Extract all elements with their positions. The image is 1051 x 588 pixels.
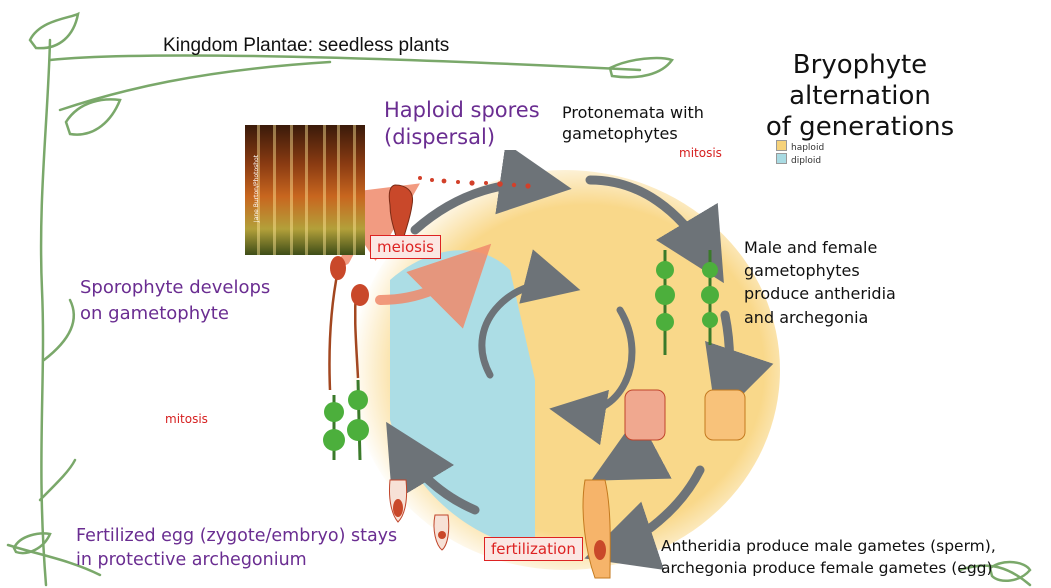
spores-label-line-2: (dispersal) xyxy=(384,125,496,150)
moss-photo: Jane Burton/Photoshot xyxy=(245,125,365,255)
spores-label-line-1: Haploid spores xyxy=(384,98,540,122)
page-title: Bryophyte alternation of generations xyxy=(720,50,1000,144)
sporophyte-label-line-2: on gametophyte xyxy=(80,303,229,325)
legend-haploid-label: haploid xyxy=(791,143,825,153)
sporophyte-label-line-1: Sporophyte develops xyxy=(80,277,271,298)
spores-label: Haploid spores (dispersal) xyxy=(384,97,540,152)
topic-heading: Kingdom Plantae: seedless plants xyxy=(163,35,450,56)
fertilization-label: fertilization xyxy=(484,537,583,561)
protonemata-label: Protonemata with gametophytes xyxy=(562,103,704,145)
gametes-label-line-1: Antheridia produce male gametes (sperm), xyxy=(661,537,996,555)
gametophytes-label-line-4: and archegonia xyxy=(744,307,869,327)
meiosis-label: meiosis xyxy=(370,235,441,259)
vine-stem xyxy=(39,38,52,587)
leaf-icon xyxy=(64,98,122,136)
legend-diploid-label: diploid xyxy=(791,156,822,166)
gametophytes-label: Male and female gametophytes produce ant… xyxy=(744,236,896,329)
gametophytes-label-line-2: gametophytes xyxy=(744,261,860,281)
protonemata-label-line-2: gametophytes xyxy=(562,123,678,143)
title-line-1: Bryophyte alternation xyxy=(789,50,931,112)
protonemata-label-line-1: Protonemata with xyxy=(562,103,704,122)
life-cycle-diagram xyxy=(323,150,780,579)
photo-credit: Jane Burton/Photoshot xyxy=(253,154,261,223)
haploid-swatch xyxy=(776,140,787,151)
zygote-label: Fertilized egg (zygote/embryo) stays in … xyxy=(76,525,397,572)
sporophyte-label: Sporophyte develops on gametophyte xyxy=(80,275,270,327)
gametophytes-label-line-1: Male and female xyxy=(744,238,878,257)
gametophytes-label-line-3: produce antheridia xyxy=(744,284,896,304)
mitosis-top-label: mitosis xyxy=(679,146,722,160)
gametes-label-line-2: archegonia produce female gametes (egg) xyxy=(661,558,993,577)
legend: haploid diploid xyxy=(776,140,824,166)
diploid-swatch xyxy=(776,153,787,164)
gametes-label: Antheridia produce male gametes (sperm),… xyxy=(661,536,996,579)
zygote-label-line-1: Fertilized egg (zygote/embryo) stays xyxy=(76,526,398,546)
zygote-label-line-2: in protective archegonium xyxy=(76,549,307,570)
legend-diploid: diploid xyxy=(776,153,824,166)
zygote-archegonia xyxy=(389,479,450,551)
legend-haploid: haploid xyxy=(776,140,824,153)
leaf-icon xyxy=(28,11,80,50)
leaf-icon xyxy=(608,56,675,79)
mitosis-left-label: mitosis xyxy=(165,412,208,426)
leaf-icon xyxy=(988,560,1032,583)
sex-organs xyxy=(582,389,746,579)
spores xyxy=(418,176,531,189)
title-line-2: of generations xyxy=(765,112,955,143)
leaf-icon xyxy=(12,532,52,555)
